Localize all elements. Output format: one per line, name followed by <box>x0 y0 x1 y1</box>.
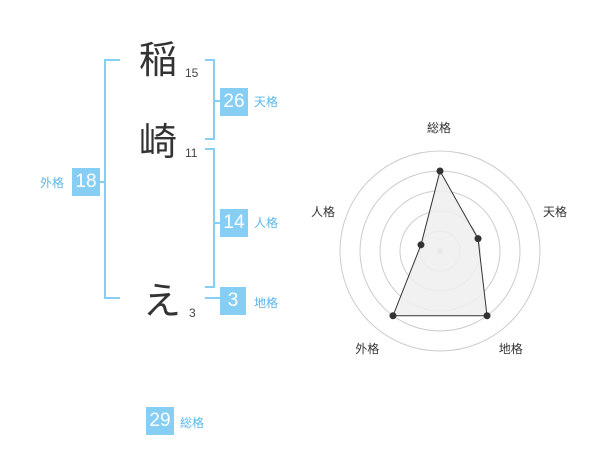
stroke-count-3: 3 <box>189 306 196 320</box>
jinkaku-label: 人格 <box>254 216 279 230</box>
soukaku-badge: 29 <box>146 407 174 435</box>
stroke-count-1: 15 <box>185 66 199 80</box>
radar-polygon <box>392 169 488 317</box>
radar-point-0 <box>436 167 444 175</box>
radar-point-1 <box>474 235 482 243</box>
radar-ring-5 <box>339 150 541 352</box>
gaikaku-badge: 18 <box>72 168 100 196</box>
radar-point-3 <box>389 312 397 320</box>
gaikaku-bracket <box>104 59 120 299</box>
gaikaku-label: 外格 <box>40 176 65 190</box>
radar-axis-label-0: 総格 <box>427 121 452 135</box>
radar-axis-label-3: 外格 <box>355 341 380 356</box>
chikaku-label: 地格 <box>254 296 279 310</box>
radar-axis-label-2: 地格 <box>498 341 523 356</box>
name-char-3: え <box>143 279 182 323</box>
jinkaku-bracket <box>205 148 215 288</box>
radar-point-2 <box>483 312 491 320</box>
name-char-1: 稲 <box>139 38 178 82</box>
radar-axis-label-1: 天格 <box>543 205 568 220</box>
radar-point-4 <box>417 241 425 249</box>
chikaku-badge: 3 <box>220 287 246 315</box>
tenkaku-badge: 26 <box>220 88 248 116</box>
name-char-2: 崎 <box>139 120 178 164</box>
radar-axis-label-4: 人格 <box>310 205 335 220</box>
jinkaku-badge: 14 <box>220 209 248 237</box>
tenkaku-bracket <box>205 59 215 140</box>
tenkaku-label: 天格 <box>254 95 279 109</box>
stroke-count-2: 11 <box>185 146 198 160</box>
soukaku-label: 総格 <box>180 416 205 430</box>
